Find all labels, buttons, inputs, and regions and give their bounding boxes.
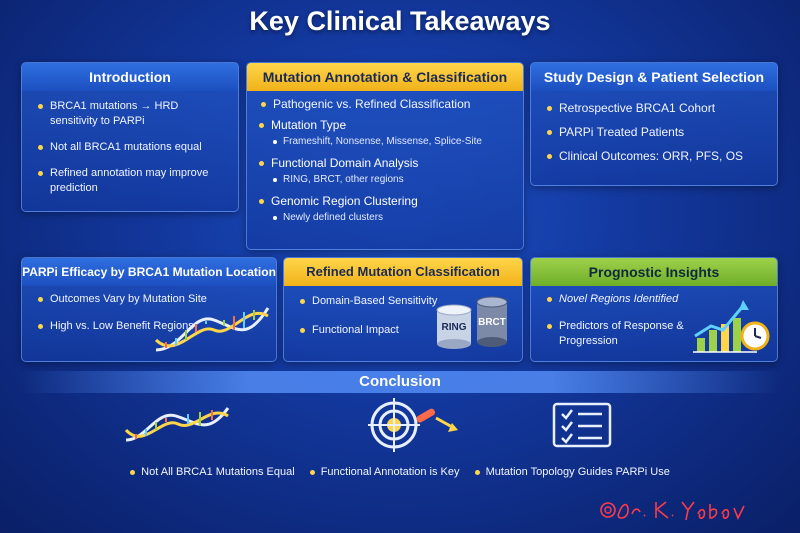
list-item: Retrospective BRCA1 Cohort bbox=[547, 101, 767, 116]
mutation-annotation-panel: Mutation Annotation & Classification Pat… bbox=[246, 62, 524, 250]
efficacy-panel: PARPi Efficacy by BRCA1 Mutation Locatio… bbox=[21, 257, 277, 362]
efficacy-heading: PARPi Efficacy by BRCA1 Mutation Locatio… bbox=[22, 258, 276, 286]
checklist-icon bbox=[552, 402, 612, 448]
dna-helix-icon bbox=[154, 307, 270, 352]
target-icon bbox=[368, 398, 458, 452]
group-detail: RING, BRCT, other regions bbox=[271, 173, 523, 187]
prognostic-panel: Prognostic Insights Novel Regions Identi… bbox=[530, 257, 778, 362]
ring-label: RING bbox=[441, 322, 467, 333]
conclusion-item-text: Mutation Topology Guides PARPi Use bbox=[485, 466, 670, 478]
list-item: Not all BRCA1 mutations equal bbox=[38, 140, 228, 155]
mutation-annotation-heading: Mutation Annotation & Classification bbox=[247, 63, 523, 91]
list-item: High vs. Low Benefit Regions bbox=[38, 319, 266, 334]
list-item: Clinical Outcomes: ORR, PFS, OS bbox=[547, 149, 767, 164]
conclusion-item-text: Not All BRCA1 Mutations Equal bbox=[141, 466, 295, 478]
group-title: Genomic Region Clustering bbox=[259, 194, 523, 209]
study-design-panel: Study Design & Patient Selection Retrosp… bbox=[530, 62, 778, 186]
group-title: Mutation Type bbox=[259, 118, 523, 133]
list-item: Novel Regions Identified bbox=[547, 292, 767, 307]
conclusion-item-text: Functional Annotation is Key bbox=[320, 466, 460, 478]
conclusion-item: Functional Annotation is Key bbox=[309, 466, 460, 478]
page-title: Key Clinical Takeaways bbox=[249, 6, 551, 36]
list-item: Domain-Based Sensitivity bbox=[300, 294, 512, 309]
prognostic-heading: Prognostic Insights bbox=[531, 258, 777, 286]
list-item: Outcomes Vary by Mutation Site bbox=[38, 292, 266, 307]
conclusion-item: Mutation Topology Guides PARPi Use bbox=[474, 466, 670, 478]
mutation-group: Functional Domain Analysis RING, BRCT, o… bbox=[247, 156, 523, 187]
signature-handwritten bbox=[600, 501, 745, 521]
introduction-heading: Introduction bbox=[22, 63, 238, 91]
dna-helix-icon bbox=[124, 407, 230, 442]
growth-chart-clock-icon bbox=[693, 300, 770, 353]
mutation-lead: Pathogenic vs. Refined Classification bbox=[261, 97, 513, 112]
brct-cylinder-icon: BRCT bbox=[476, 296, 508, 348]
list-item: Functional Impact bbox=[300, 323, 512, 338]
mutation-group: Mutation Type Frameshift, Nonsense, Miss… bbox=[247, 118, 523, 149]
list-item: PARPi Treated Patients bbox=[547, 125, 767, 140]
mutation-group: Genomic Region Clustering Newly defined … bbox=[247, 194, 523, 225]
ring-cylinder-icon: RING bbox=[436, 304, 472, 350]
group-detail: Newly defined clusters bbox=[271, 211, 523, 225]
introduction-panel: Introduction BRCA1 mutations → HRD sensi… bbox=[21, 62, 239, 212]
list-item: Predictors of Response & Progression bbox=[547, 319, 687, 349]
conclusion-item: Not All BRCA1 Mutations Equal bbox=[130, 466, 295, 478]
refined-classification-heading: Refined Mutation Classification bbox=[284, 258, 522, 286]
list-item: Refined annotation may improve predictio… bbox=[38, 166, 228, 196]
list-item: BRCA1 mutations → HRD sensitivity to PAR… bbox=[38, 99, 228, 129]
conclusion-heading: Conclusion bbox=[20, 371, 780, 393]
study-design-heading: Study Design & Patient Selection bbox=[531, 63, 777, 91]
group-title: Functional Domain Analysis bbox=[259, 156, 523, 171]
refined-classification-panel: Refined Mutation Classification Domain-B… bbox=[283, 257, 523, 362]
brct-label: BRCT bbox=[478, 317, 506, 328]
conclusion-items: Not All BRCA1 Mutations Equal Functional… bbox=[0, 466, 800, 478]
group-detail: Frameshift, Nonsense, Missense, Splice-S… bbox=[271, 135, 523, 149]
